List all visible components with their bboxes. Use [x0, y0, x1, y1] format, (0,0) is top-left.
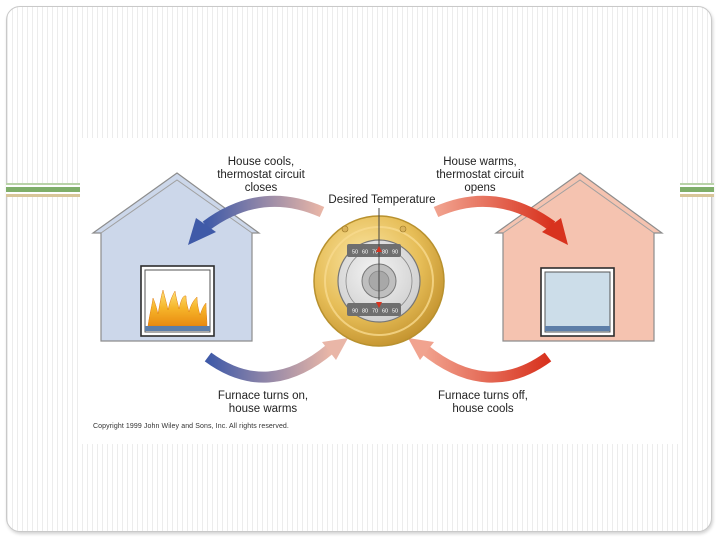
- label-desired-temperature: Desired Temperature: [328, 194, 436, 206]
- scale-tick: 50: [352, 250, 358, 256]
- label-line: thermostat circuit: [217, 169, 305, 181]
- copyright-notice: Copyright 1999 John Wiley and Sons, Inc.…: [93, 423, 289, 430]
- accent-bar-right: [680, 183, 714, 197]
- label-line: House cools,: [227, 156, 295, 168]
- furnace-with-fire: [140, 265, 215, 337]
- scale-tick: 80: [362, 309, 368, 315]
- scale-tick: 90: [392, 250, 398, 256]
- arrow-house-warms: [433, 195, 568, 245]
- scale-tick: 60: [362, 250, 368, 256]
- label-house-cools: House cools, thermostat circuit closes: [213, 156, 309, 195]
- label-furnace-on: Furnace turns on, house warms: [208, 390, 318, 416]
- scale-tick: 70: [372, 250, 378, 256]
- accent-bar-left: [6, 183, 80, 197]
- arrow-house-cools: [188, 195, 325, 245]
- label-line: Furnace turns on,: [217, 390, 309, 402]
- label-line: opens: [464, 182, 496, 194]
- scale-tick: 50: [392, 309, 398, 315]
- label-house-warms: House warms, thermostat circuit opens: [432, 156, 528, 195]
- dial-scale-bottom: 90 80 70 60 50: [347, 303, 401, 316]
- label-line: house warms: [228, 403, 298, 415]
- furnace-off: [540, 267, 615, 337]
- label-line: Furnace turns off,: [438, 390, 528, 402]
- arrow-furnace-off: [408, 338, 552, 383]
- label-line: House warms,: [443, 156, 517, 168]
- label-line: house cools: [452, 403, 514, 415]
- temperature-pointer: [376, 208, 382, 308]
- scale-tick: 80: [382, 250, 388, 256]
- label-line: thermostat circuit: [436, 169, 524, 181]
- label-furnace-off: Furnace turns off, house cools: [428, 390, 538, 416]
- scale-tick: 60: [382, 309, 388, 315]
- scale-tick: 90: [352, 309, 358, 315]
- arrow-furnace-on: [204, 338, 348, 383]
- dial-scale-top: 50 60 70 80 90: [347, 244, 401, 257]
- scale-tick: 70: [372, 309, 378, 315]
- label-line: closes: [244, 182, 278, 194]
